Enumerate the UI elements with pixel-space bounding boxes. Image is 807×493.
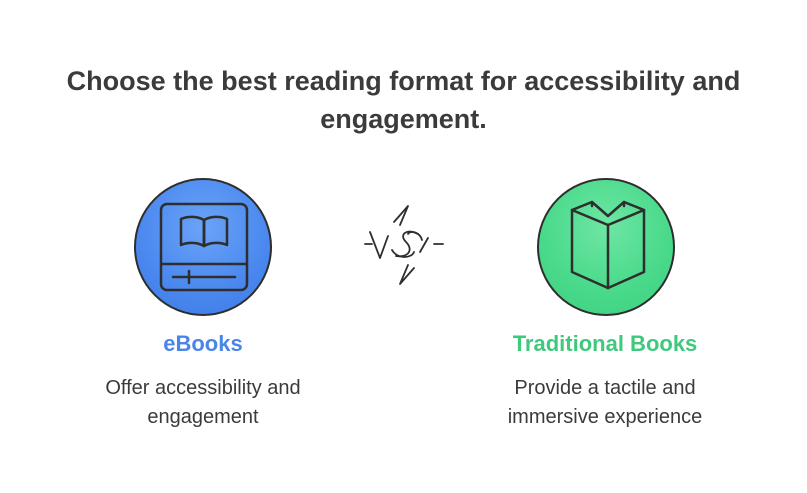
open-book-icon (570, 200, 646, 290)
versus-icon (364, 205, 444, 285)
page-title: Choose the best reading format for acces… (66, 66, 741, 134)
traditional-books-description-line2: immersive experience (507, 406, 703, 428)
ebooks-title: eBooks (163, 331, 243, 356)
ebooks-description: Offer accessibility and engagement (53, 374, 353, 432)
ebooks-description-line2: engagement (147, 406, 259, 428)
traditional-books-icon-circle (537, 178, 675, 316)
traditional-books-description-line1: Provide a tactile and (514, 377, 696, 399)
traditional-books-description: Provide a tactile and immersive experien… (455, 374, 755, 432)
ebooks-icon-circle (134, 178, 272, 316)
ebooks-description-line1: Offer accessibility and (105, 377, 301, 399)
ebook-reader-icon (159, 202, 249, 292)
traditional-books-title: Traditional Books (512, 331, 698, 356)
